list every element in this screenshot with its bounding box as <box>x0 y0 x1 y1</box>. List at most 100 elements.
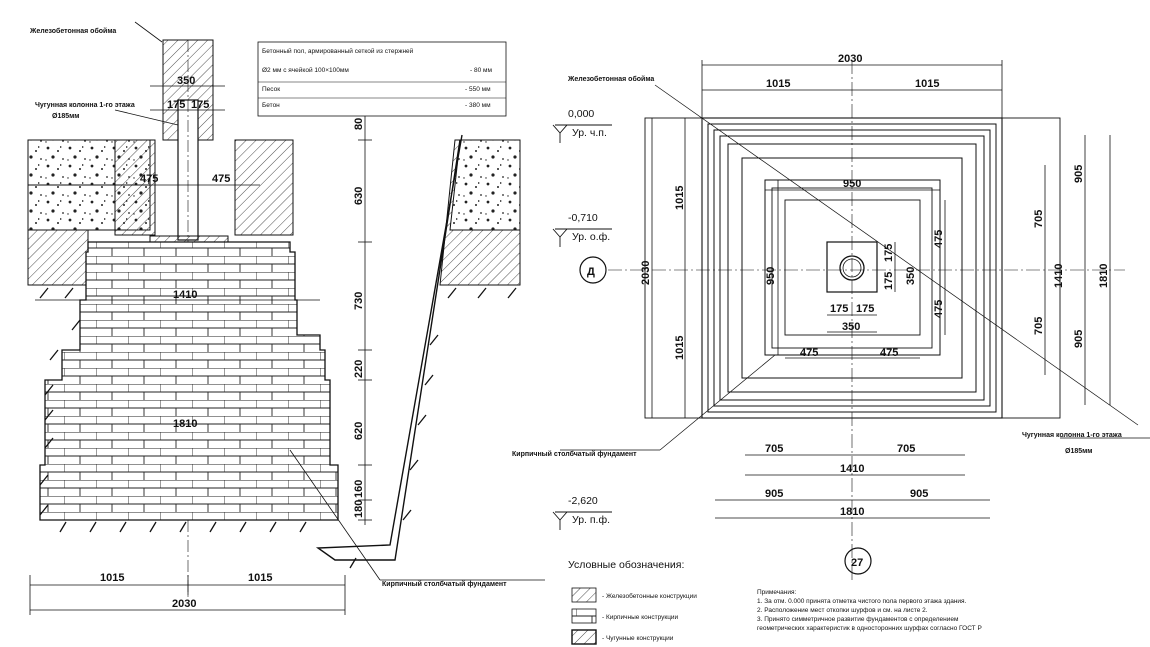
label-cladding: Железобетонная обойма <box>29 27 116 35</box>
label-column: Чугунная колонна 1-го этажа <box>35 102 135 109</box>
dim-175-b: 175 <box>191 99 209 111</box>
plan-dim-l-1015-a: 1015 <box>674 186 686 210</box>
plan-dim-350: 350 <box>842 321 860 333</box>
notes: Примечания: 1. За отм. 0.000 принята отм… <box>757 589 982 632</box>
plan-dim-c-475-b: 475 <box>933 300 945 318</box>
base-plate <box>149 235 229 243</box>
axis-marker-d <box>579 256 607 284</box>
plan-dim-175-b: 175 <box>856 303 874 315</box>
dim-475-a: 475 <box>140 173 158 185</box>
plan-dim-905-a: 905 <box>765 488 783 500</box>
plan-dim-c-175-a: 175 <box>883 244 895 262</box>
plan-outline-2030 <box>644 117 1061 419</box>
floor-row-2: Ø2 мм с ячейкой 100×100мм <box>262 66 349 74</box>
plan-dim-475-b: 475 <box>880 347 898 359</box>
floor-table <box>257 41 507 117</box>
concrete-layer-right <box>449 139 521 231</box>
floor-row-2-value: - 80 мм <box>470 67 492 74</box>
excavation-outline <box>315 134 463 561</box>
dim-v-730: 730 <box>353 292 365 310</box>
floor-row-3-value: - 550 мм <box>465 86 491 93</box>
plan-texts: Железобетонная обойма Кирпичный столбчат… <box>512 53 1122 569</box>
plan-dim-l-2030: 2030 <box>640 261 652 285</box>
dim-175-a: 175 <box>167 99 185 111</box>
dim-2030: 2030 <box>172 598 196 610</box>
plan-dim-c-475-a: 475 <box>933 230 945 248</box>
ground-marks <box>39 287 517 569</box>
floor-row-4: Бетон <box>262 102 280 109</box>
plan-label-column: Чугунная колонна 1-го этажа <box>1022 432 1122 439</box>
plan-pit-number: 27 <box>851 557 863 569</box>
dim-v-160: 160 <box>353 480 365 498</box>
dim-1015-a: 1015 <box>100 572 124 584</box>
plan-label-column-dia: Ø185мм <box>1065 448 1092 455</box>
plan-dim-r-1410: 1410 <box>1053 264 1065 288</box>
dim-v-630: 630 <box>353 187 365 205</box>
plan-dim-r-705-b: 705 <box>1033 317 1045 335</box>
notes-title: Примечания: <box>757 589 797 596</box>
level-1-value: -0,710 <box>568 212 598 224</box>
plan-dim-175-a: 175 <box>830 303 848 315</box>
plan-dim-top-1015-b: 1015 <box>915 78 939 90</box>
floor-row-3: Песок <box>262 86 280 93</box>
plan-label-cladding: Железобетонная обойма <box>567 75 654 83</box>
level-markers <box>552 124 612 530</box>
plan-label-foundation: Кирпичный столбчатый фундамент <box>512 450 637 458</box>
level-2-label: Ур. п.ф. <box>572 514 610 526</box>
dim-350: 350 <box>177 75 195 87</box>
plan-dim-c-350: 350 <box>905 267 917 285</box>
plan-dim-l-1015-b: 1015 <box>674 336 686 360</box>
floor-row-4-value: - 380 мм <box>465 102 491 109</box>
legend-item-brick: - Кирпичные конструкции <box>602 614 679 621</box>
plan-dim-l-950: 950 <box>765 267 777 285</box>
legend-title: Условные обозначения: <box>568 559 684 571</box>
notes-line-1: 1. За отм. 0.000 принята отметка чистого… <box>757 598 967 605</box>
level-2-value: -2,620 <box>568 495 598 507</box>
plan-dim-905-b: 905 <box>910 488 928 500</box>
plan-dim-475-a: 475 <box>800 347 818 359</box>
plan-dim-705-a: 705 <box>765 443 783 455</box>
section-texts: Железобетонная обойма Чугунная колонна 1… <box>29 27 610 610</box>
dim-1810: 1810 <box>173 418 197 430</box>
foundation-plan <box>560 60 1150 580</box>
notes-line-3: 3. Принято симметричное развитие фундаме… <box>757 616 959 623</box>
legend-swatch-cast-iron <box>571 629 597 645</box>
plan-dim-r-1810: 1810 <box>1098 264 1110 288</box>
label-foundation: Кирпичный столбчатый фундамент <box>382 580 507 588</box>
plan-step-950 <box>764 179 941 356</box>
legend-item-cast-iron: - Чугунные конструкции <box>602 635 674 642</box>
dim-v-220: 220 <box>353 360 365 378</box>
legend: Условные обозначения: - Железобетонные к… <box>568 559 697 642</box>
plan-dim-1410: 1410 <box>840 463 864 475</box>
dim-v-620: 620 <box>353 422 365 440</box>
rc-layer-left <box>27 229 89 286</box>
level-0-value: 0,000 <box>568 108 594 120</box>
notes-line-2: 2. Расположение мест откопки шурфов и см… <box>757 607 928 614</box>
foundation-section <box>27 21 545 615</box>
level-1-label: Ур. о.ф. <box>572 231 610 243</box>
dim-v-180: 180 <box>353 500 365 518</box>
plan-dim-c-175-b: 175 <box>883 272 895 290</box>
level-0-label: Ур. ч.п. <box>572 127 607 139</box>
plan-dim-r-705-a: 705 <box>1033 210 1045 228</box>
plan-dim-top-1015-a: 1015 <box>766 78 790 90</box>
legend-swatch-brick <box>571 608 597 624</box>
notes-line-4: геометрических характеристик в односторо… <box>757 625 982 632</box>
plan-dim-1810: 1810 <box>840 506 864 518</box>
dim-1015-b: 1015 <box>248 572 272 584</box>
rc-cladding-left <box>114 139 156 236</box>
legend-item-rc: - Железобетонные конструкции <box>602 592 697 600</box>
plan-dim-top-2030: 2030 <box>838 53 862 65</box>
section-dim-lines <box>29 21 545 615</box>
pit-number-marker <box>844 547 872 575</box>
plan-dim-r-905-b: 905 <box>1073 330 1085 348</box>
plan-dim-lines <box>651 60 1111 519</box>
floor-row-1: Бетонный пол, армированный сеткой из сте… <box>262 47 414 55</box>
label-column-dia: Ø185мм <box>52 113 79 120</box>
dim-1410: 1410 <box>173 289 197 301</box>
rc-cladding-right <box>234 139 294 236</box>
plan-dim-705-b: 705 <box>897 443 915 455</box>
dim-v-80: 80 <box>353 118 365 130</box>
plan-dim-950: 950 <box>843 178 861 190</box>
